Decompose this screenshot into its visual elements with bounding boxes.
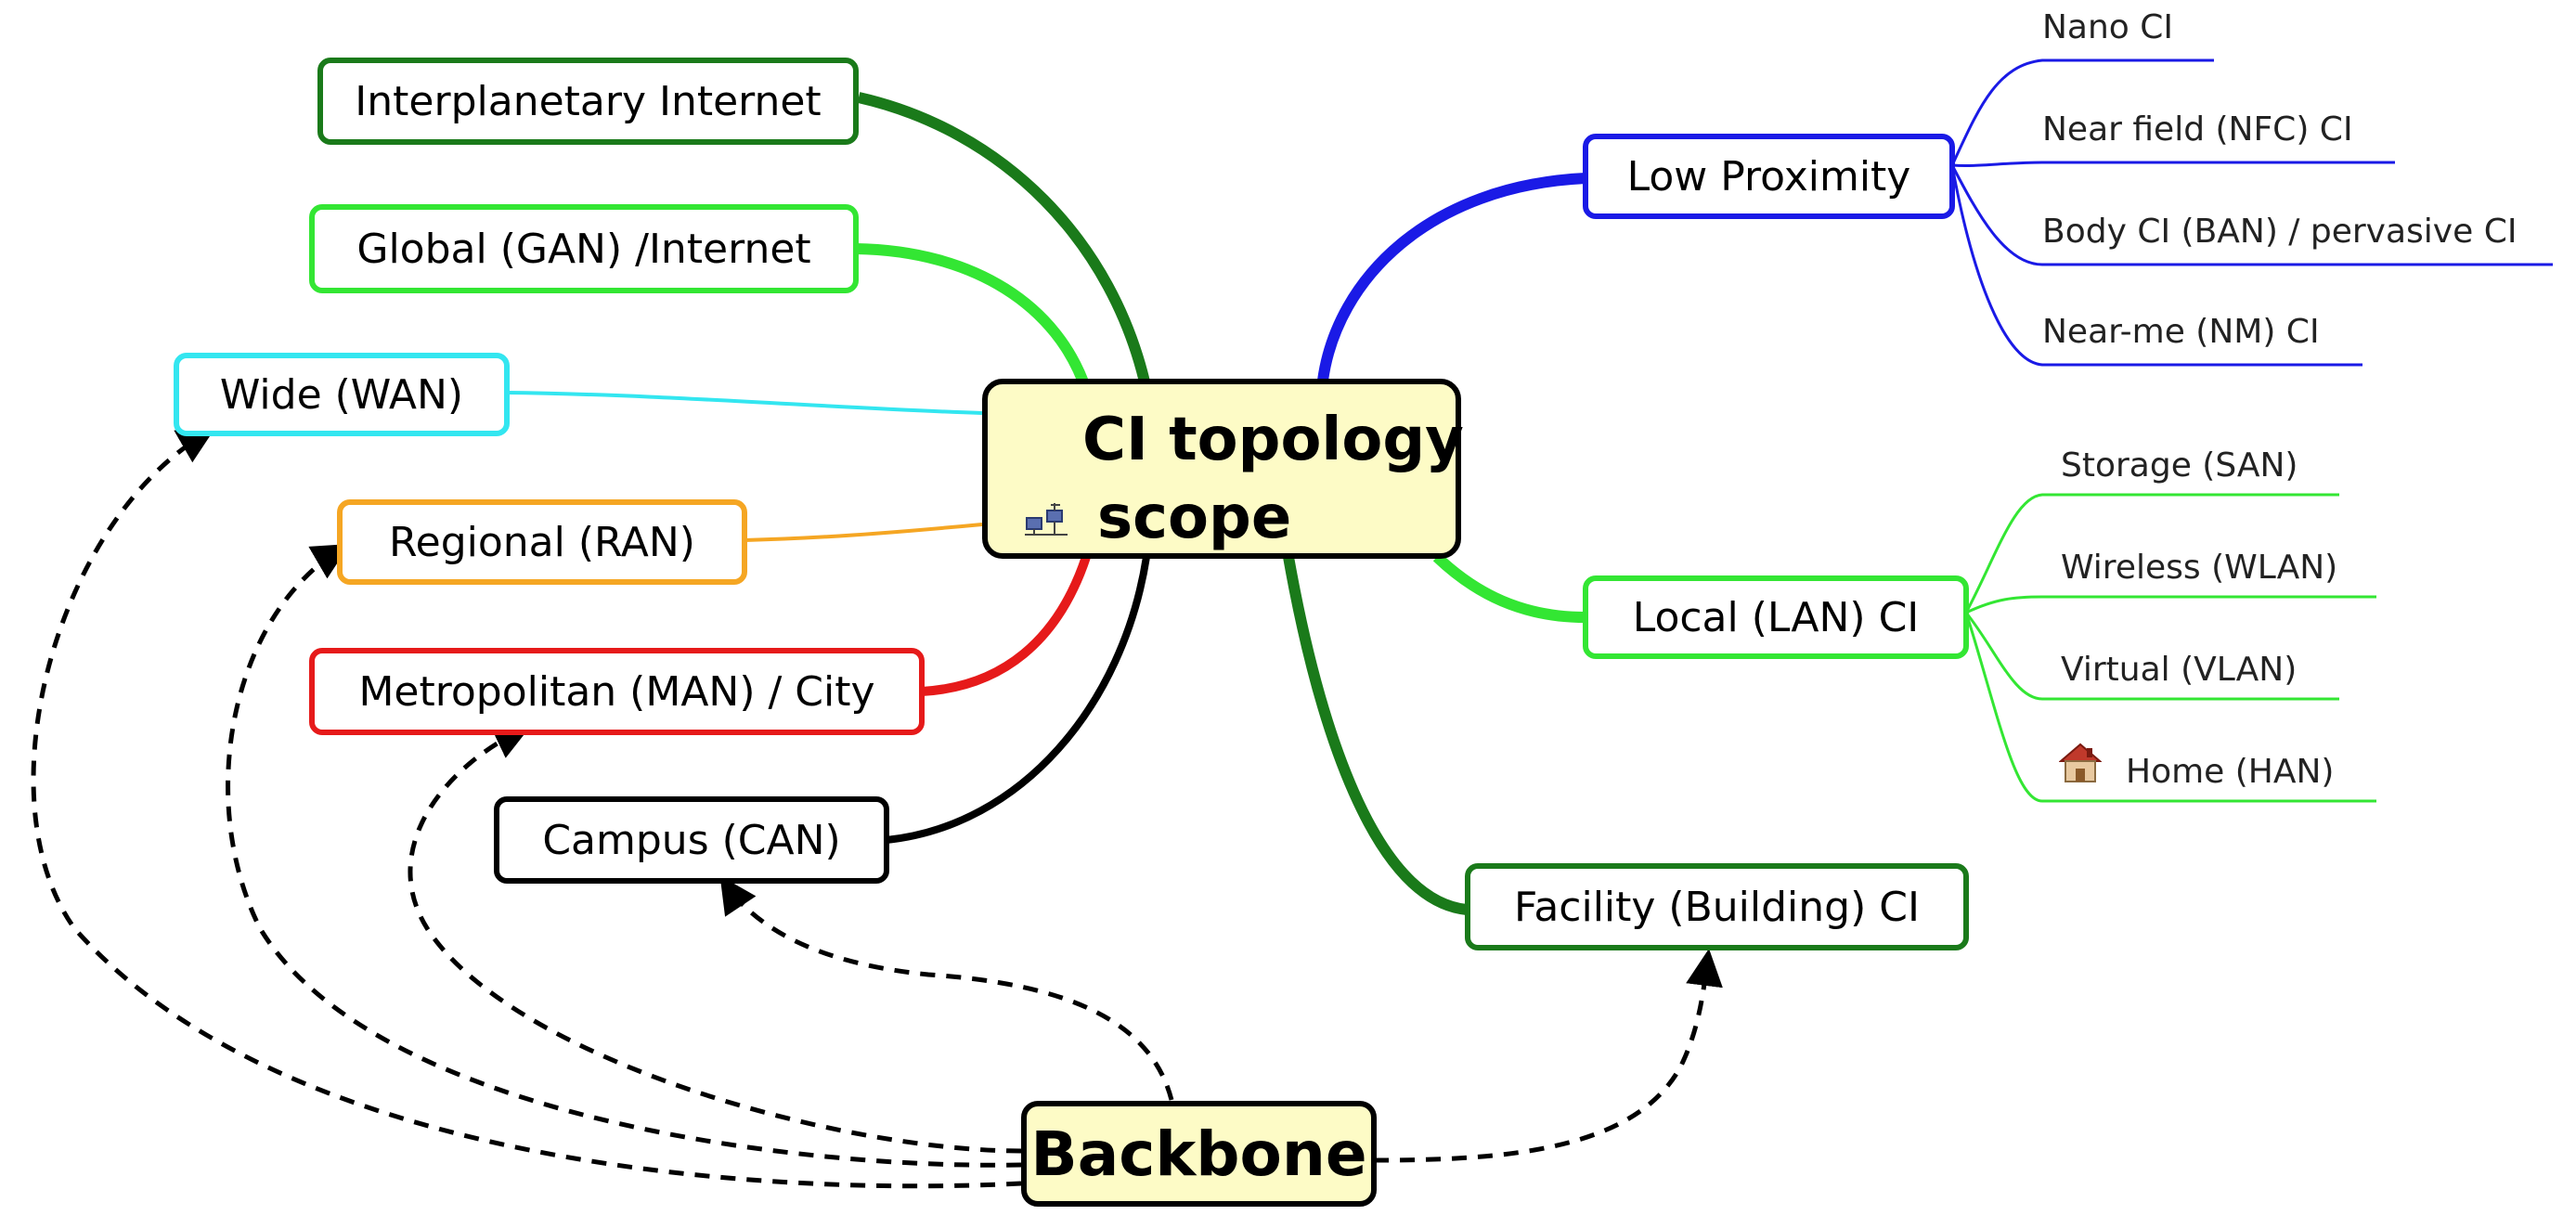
network-icon	[1025, 503, 1068, 536]
leaf-wireless-wlan[interactable]: Wireless (WLAN)	[2061, 549, 2338, 587]
node-low-proximity[interactable]: Low Proximity	[1583, 134, 1955, 219]
branch-campus	[886, 556, 1150, 844]
local-children-lines	[1964, 493, 2376, 803]
leaf-near-field-nfc[interactable]: Near field (NFC) CI	[2042, 110, 2353, 149]
node-facility-building[interactable]: Facility (Building) CI	[1465, 863, 1969, 950]
branch-metropolitan	[921, 555, 1091, 696]
node-metropolitan-man[interactable]: Metropolitan (MAN) / City	[309, 648, 925, 735]
leaf-virtual-vlan[interactable]: Virtual (VLAN)	[2061, 651, 2298, 689]
root-title-line-1: CI topology	[1082, 406, 1464, 474]
node-wide-wan[interactable]: Wide (WAN)	[174, 353, 510, 436]
leaf-nano-ci[interactable]: Nano CI	[2042, 8, 2174, 46]
node-backbone[interactable]: Backbone	[1021, 1101, 1377, 1207]
node-local-lan[interactable]: Local (LAN) CI	[1583, 575, 1969, 659]
leaf-body-ban[interactable]: Body CI (BAN) / pervasive CI	[2042, 213, 2518, 251]
branch-wide	[505, 391, 983, 415]
node-interplanetary-internet[interactable]: Interplanetary Internet	[317, 58, 859, 145]
leaf-storage-san[interactable]: Storage (SAN)	[2061, 446, 2298, 485]
root-title-line-2: scope	[1097, 484, 1292, 552]
leaf-near-me-nm[interactable]: Near-me (NM) CI	[2042, 313, 2320, 351]
branch-regional	[744, 523, 983, 542]
branch-low-proximity	[1317, 173, 1586, 381]
house-icon	[2059, 743, 2102, 782]
branch-facility	[1283, 555, 1468, 915]
branch-local	[1432, 552, 1586, 623]
branch-interplanetary	[857, 92, 1152, 392]
node-regional-ran[interactable]: Regional (RAN)	[337, 499, 747, 585]
branch-global	[855, 243, 1092, 392]
low-proximity-children-lines	[1950, 58, 2553, 367]
leaf-home-han[interactable]: Home (HAN)	[2126, 753, 2335, 791]
node-global-internet[interactable]: Global (GAN) /Internet	[309, 204, 859, 293]
node-campus-can[interactable]: Campus (CAN)	[494, 796, 889, 884]
root-node[interactable]: CI topology scope	[982, 379, 1464, 559]
backbone-arrows	[31, 428, 1723, 1189]
